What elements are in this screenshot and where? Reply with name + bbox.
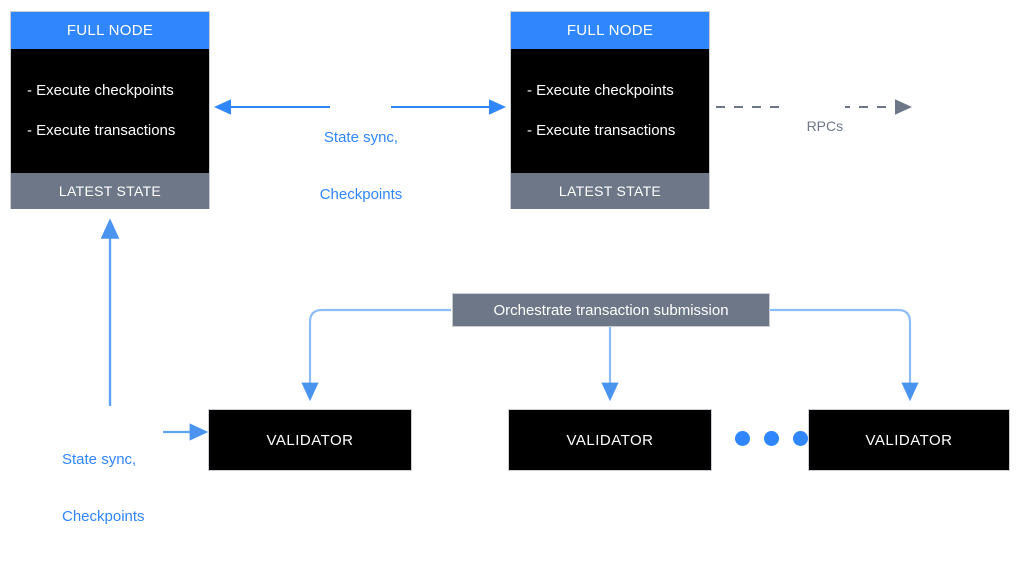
- full-node-left-header: FULL NODE: [11, 12, 209, 49]
- connector-orchestrate-right: [770, 308, 919, 402]
- diagram-canvas: FULL NODE - Execute checkpoints - Execut…: [10, 11, 1010, 525]
- validator-left[interactable]: VALIDATOR: [208, 409, 412, 471]
- more-validators-ellipsis-icon: [735, 431, 808, 446]
- state-sync-checkpoints-label-bottom-line2: Checkpoints: [62, 508, 145, 525]
- validator-middle-label: VALIDATOR: [566, 431, 654, 449]
- state-sync-checkpoints-label-bottom: State sync, Checkpoints: [62, 412, 162, 564]
- rpcs-label: RPCs: [789, 98, 846, 155]
- validator-left-label: VALIDATOR: [266, 431, 354, 449]
- full-node-right-footer: LATEST STATE: [511, 173, 709, 209]
- rpcs-label-text: RPCs: [806, 118, 844, 134]
- state-sync-checkpoints-label-top-line2: Checkpoints: [319, 186, 403, 203]
- full-node-right-header: FULL NODE: [511, 12, 709, 49]
- orchestrate-label: Orchestrate transaction submission: [493, 301, 729, 319]
- full-node-left-footer: LATEST STATE: [11, 173, 209, 209]
- full-node-left-bullet-1: - Execute checkpoints: [27, 82, 174, 99]
- state-sync-checkpoints-label-bottom-line1: State sync,: [62, 451, 137, 468]
- state-sync-checkpoints-label-top: State sync, Checkpoints: [316, 90, 406, 242]
- full-node-right-bullet-2: - Execute transactions: [527, 122, 676, 139]
- state-sync-checkpoints-label-top-line1: State sync,: [323, 129, 399, 146]
- validator-right[interactable]: VALIDATOR: [808, 409, 1010, 471]
- full-node-left-bullet-2: - Execute transactions: [27, 122, 176, 139]
- full-node-left[interactable]: FULL NODE - Execute checkpoints - Execut…: [10, 11, 210, 209]
- full-node-right[interactable]: FULL NODE - Execute checkpoints - Execut…: [510, 11, 710, 209]
- validator-middle[interactable]: VALIDATOR: [508, 409, 712, 471]
- validator-right-label: VALIDATOR: [865, 431, 953, 449]
- ellipsis-dot-1: [735, 431, 750, 446]
- orchestrate-transaction-submission-bar[interactable]: Orchestrate transaction submission: [452, 293, 770, 327]
- full-node-left-body: - Execute checkpoints - Execute transact…: [11, 49, 209, 173]
- full-node-right-bullet-1: - Execute checkpoints: [527, 82, 674, 99]
- ellipsis-dot-3: [793, 431, 808, 446]
- full-node-right-body: - Execute checkpoints - Execute transact…: [511, 49, 709, 173]
- connector-orchestrate-left: [301, 308, 451, 402]
- ellipsis-dot-2: [764, 431, 779, 446]
